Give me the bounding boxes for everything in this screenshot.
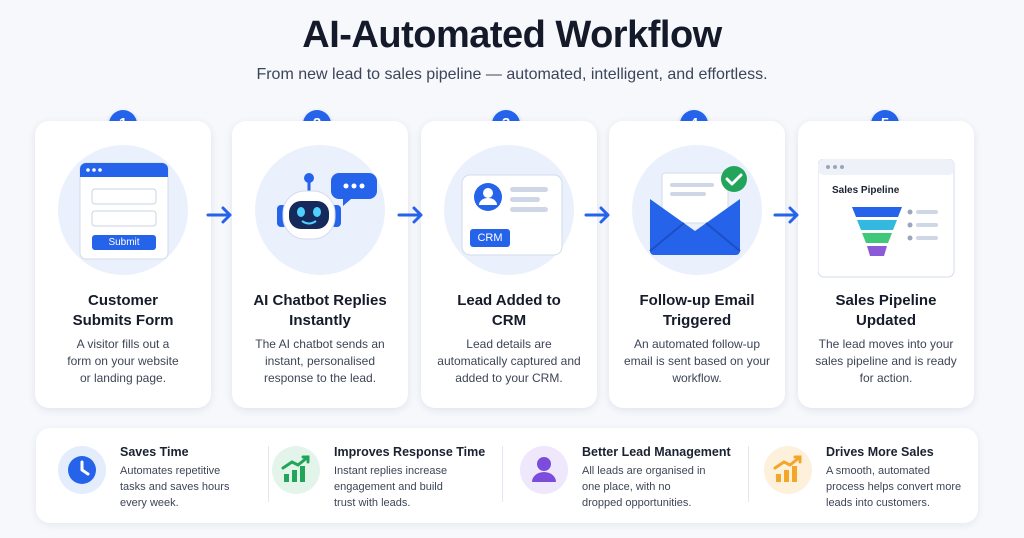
benefit-description: A smooth, automated process helps conver… (826, 465, 962, 509)
step-title-4: Follow-up Email Triggered (639, 292, 755, 329)
benefit-lead-management: Better Lead Management All leads are org… (498, 428, 738, 523)
crm-illustration (444, 145, 574, 275)
page-subtitle: From new lead to sales pipeline — automa… (256, 66, 768, 83)
robot-icon (277, 173, 377, 240)
step-card-form: Submit Customer Submits Form A visitor f… (35, 121, 211, 408)
divider (502, 446, 503, 502)
step-card-email: Follow-up Email Triggered An automated f… (609, 121, 785, 408)
step-card-chatbot: AI Chatbot Replies Instantly The AI chat… (232, 121, 408, 408)
step-title-3: Lead Added to CRM (457, 292, 561, 329)
arrow-right-icon (584, 206, 610, 224)
arrow-right-icon (773, 206, 799, 224)
benefit-title: Better Lead Management (582, 445, 731, 459)
step-description-3: Lead details are automatically captured … (437, 337, 581, 385)
email-illustration (632, 145, 762, 275)
growth-chart-icon (272, 446, 320, 494)
clock-icon (58, 446, 106, 494)
arrow-right-icon (397, 206, 423, 224)
step-card-pipeline: Sales Pipeline Sales Pipeline Updated Th… (798, 121, 974, 408)
chatbot-illustration (255, 145, 385, 275)
benefit-description: Automates repetitive tasks and saves hou… (120, 465, 230, 509)
step-description-4: An automated follow-up email is sent bas… (623, 337, 771, 385)
divider (748, 446, 749, 502)
step-description-5: The lead moves into your sales pipeline … (815, 337, 957, 385)
step-title-2: AI Chatbot Replies Instantly (253, 292, 387, 329)
step-description-1: A visitor fills out a form on your websi… (67, 337, 179, 385)
sales-chart-icon (764, 446, 812, 494)
step-card-crm: CRM Lead Added to CRM Lead details are a… (421, 121, 597, 408)
person-icon (520, 446, 568, 494)
divider (268, 446, 269, 502)
web-form-icon (79, 162, 169, 260)
arrow-right-icon (206, 206, 232, 224)
benefit-description: Instant replies increase engagement and … (334, 465, 448, 509)
crm-badge-label: CRM (477, 232, 503, 244)
contact-card-icon (461, 174, 563, 256)
benefit-response-time: Improves Response Time Instant replies i… (250, 428, 490, 523)
benefits-panel: Saves Time Automates repetitive tasks an… (36, 428, 978, 523)
benefit-title: Improves Response Time (334, 445, 486, 459)
benefit-drives-sales: Drives More Sales A smooth, automated pr… (742, 428, 978, 523)
submit-button-label: Submit (108, 237, 140, 248)
sales-funnel-icon (818, 159, 955, 278)
step-title-1: Customer Submits Form (72, 292, 174, 329)
benefit-description: All leads are organised in one place, wi… (582, 465, 706, 509)
form-illustration (58, 145, 188, 275)
pipeline-panel-label: Sales Pipeline (832, 185, 900, 196)
benefit-title: Saves Time (120, 445, 189, 459)
pipeline-illustration (818, 145, 955, 278)
page-title: AI-Automated Workflow (302, 14, 722, 56)
step-title-5: Sales Pipeline Updated (835, 292, 937, 329)
benefit-title: Drives More Sales (826, 445, 934, 459)
step-description-2: The AI chatbot sends an instant, persona… (255, 337, 385, 385)
envelope-icon (649, 166, 747, 255)
benefit-saves-time: Saves Time Automates repetitive tasks an… (36, 428, 266, 523)
